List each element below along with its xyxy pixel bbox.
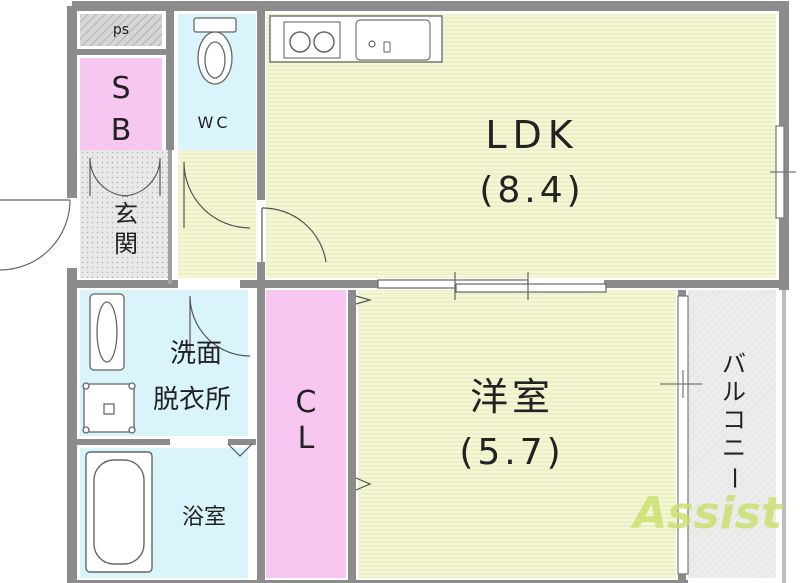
washer-pan <box>82 382 136 434</box>
entrance-label-1: 玄 <box>114 200 138 228</box>
svg-text:ー: ー <box>720 466 748 490</box>
svg-text:ル: ル <box>722 378 746 406</box>
svg-text:バ: バ <box>722 350 746 378</box>
doors <box>0 157 373 491</box>
ps-hatch <box>80 14 162 46</box>
ldk-size: (8.4) <box>479 170 584 211</box>
western-stripes <box>358 290 676 578</box>
toilet-fixture <box>193 17 237 85</box>
assist-watermark-logo: Assist <box>630 488 784 539</box>
bathtub-fixture <box>85 451 153 573</box>
kitchen-counter <box>269 15 443 63</box>
ldk-label: LDK <box>485 113 578 157</box>
svg-text:ニ: ニ <box>722 434 746 462</box>
balcony-hatch <box>688 290 776 578</box>
washroom-label-1: 洗面 <box>170 339 222 369</box>
closet-room <box>266 290 346 578</box>
closet-label-c: C <box>296 385 317 420</box>
western-size: (5.7) <box>459 432 564 473</box>
sb-closet <box>80 58 162 150</box>
corridor-stripes <box>178 150 256 278</box>
svg-text:Assist: Assist <box>630 488 784 539</box>
wash-basin <box>89 293 125 371</box>
sb-label-s: S <box>111 71 130 106</box>
closet-label-l: L <box>298 421 315 456</box>
sliding-door <box>377 272 607 300</box>
windows <box>660 125 796 575</box>
wc-label: WC <box>198 113 231 132</box>
entrance-label-2: 関 <box>114 230 138 258</box>
ps-label: ps <box>113 22 129 38</box>
entrance-dots <box>80 150 168 278</box>
balcony-label: バ ル コ ニ ー <box>720 350 748 490</box>
bath-label: 浴室 <box>182 505 226 530</box>
washroom-label-2: 脱衣所 <box>153 385 231 415</box>
walls <box>67 1 789 583</box>
svg-text:コ: コ <box>722 406 746 434</box>
western-label: 洋室 <box>470 375 554 419</box>
sb-label-b: B <box>111 113 132 148</box>
